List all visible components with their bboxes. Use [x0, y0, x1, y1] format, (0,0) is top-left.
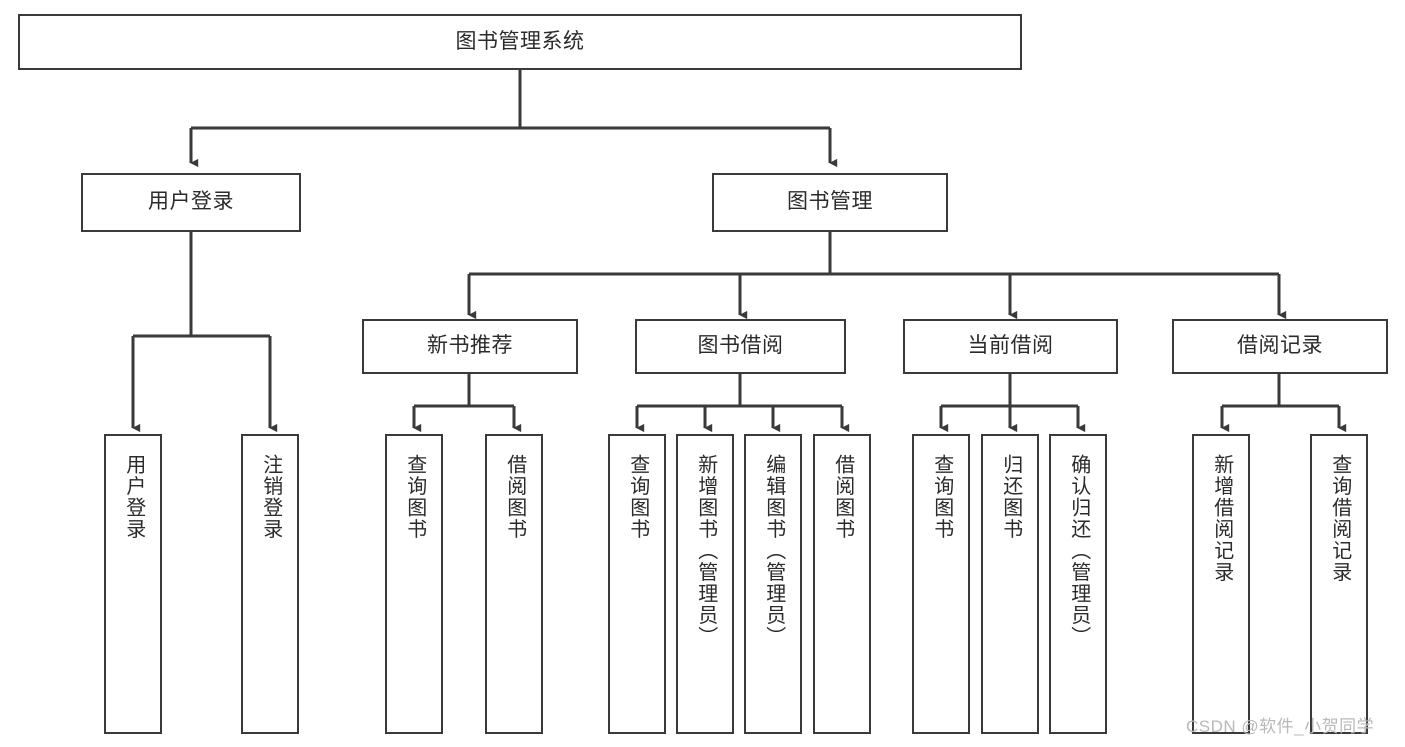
node-root-book-management-system[interactable]: 图书管理系统: [18, 14, 1022, 70]
leaf-query-book-borrow[interactable]: 查询图书: [608, 434, 666, 734]
node-user-login[interactable]: 用户登录: [81, 173, 301, 232]
node-label: 借阅记录: [1237, 334, 1323, 358]
node-label: 新增图书（管理员）: [694, 454, 717, 648]
leaf-borrow-book-recommend[interactable]: 借阅图书: [485, 434, 543, 734]
leaf-confirm-return-admin[interactable]: 确认归还（管理员）: [1049, 434, 1107, 734]
node-book-borrow[interactable]: 图书借阅: [635, 319, 846, 374]
node-label: 查询图书: [626, 454, 649, 540]
node-label: 借阅图书: [503, 454, 526, 540]
node-label: 归还图书: [999, 454, 1022, 540]
node-label: 注销登录: [259, 454, 282, 540]
node-label: 确认归还（管理员）: [1067, 454, 1090, 648]
node-current-borrow[interactable]: 当前借阅: [903, 319, 1118, 374]
node-label: 查询借阅记录: [1328, 454, 1351, 583]
node-book-management[interactable]: 图书管理: [712, 173, 948, 232]
node-label: 编辑图书（管理员）: [762, 454, 785, 648]
node-label: 借阅图书: [831, 454, 854, 540]
node-label: 图书管理系统: [455, 29, 585, 53]
node-label: 查询图书: [930, 454, 953, 540]
leaf-query-book-recommend[interactable]: 查询图书: [385, 434, 443, 734]
leaf-add-book-admin[interactable]: 新增图书（管理员）: [676, 434, 734, 734]
leaf-query-book-current[interactable]: 查询图书: [912, 434, 970, 734]
node-label: 新书推荐: [427, 334, 513, 358]
node-label: 新增借阅记录: [1210, 454, 1233, 583]
node-label: 查询图书: [403, 454, 426, 540]
leaf-logout[interactable]: 注销登录: [241, 434, 299, 734]
node-label: 用户登录: [148, 190, 234, 214]
node-label: 图书管理: [787, 190, 873, 214]
node-label: 当前借阅: [967, 334, 1054, 358]
leaf-return-book[interactable]: 归还图书: [981, 434, 1039, 734]
node-borrow-record[interactable]: 借阅记录: [1172, 319, 1388, 374]
leaf-user-login[interactable]: 用户登录: [104, 434, 162, 734]
leaf-query-borrow-record[interactable]: 查询借阅记录: [1310, 434, 1368, 734]
node-label: 图书借阅: [697, 334, 784, 358]
watermark-text: CSDN @软件_小贺同学: [1186, 717, 1375, 736]
leaf-borrow-book[interactable]: 借阅图书: [813, 434, 871, 734]
leaf-add-borrow-record[interactable]: 新增借阅记录: [1192, 434, 1250, 734]
leaf-edit-book-admin[interactable]: 编辑图书（管理员）: [744, 434, 802, 734]
node-label: 用户登录: [122, 454, 145, 540]
node-new-book-recommend[interactable]: 新书推荐: [362, 319, 578, 374]
